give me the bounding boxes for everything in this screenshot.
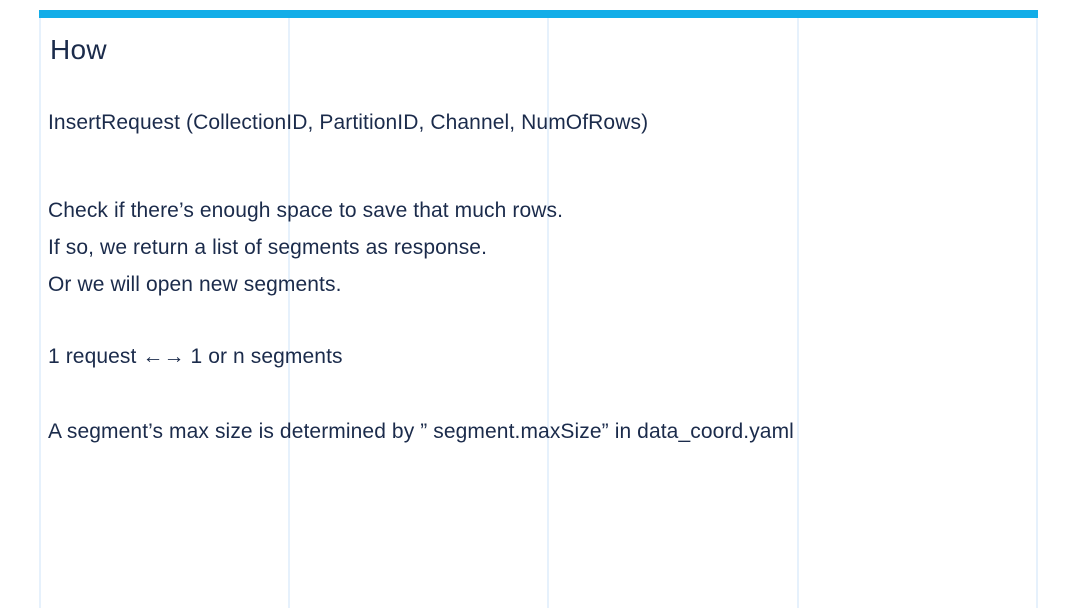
top-accent-bar <box>39 10 1038 18</box>
paragraph-line-2: If so, we return a list of segments as r… <box>48 236 488 259</box>
insert-request-signature-line: InsertRequest (CollectionID, PartitionID… <box>48 111 649 134</box>
request-segment-mapping-line: 1 request ←→ 1 or n segments <box>48 345 343 368</box>
slide-title: How <box>50 34 107 65</box>
column-divider <box>39 18 41 608</box>
column-divider <box>1036 18 1038 608</box>
column-divider <box>288 18 290 608</box>
segment-max-size-note: A segment’s max size is determined by ” … <box>48 420 794 443</box>
column-divider <box>547 18 549 608</box>
column-divider <box>797 18 799 608</box>
paragraph-line-3: Or we will open new segments. <box>48 273 342 296</box>
paragraph-line-1: Check if there’s enough space to save th… <box>48 199 564 222</box>
description-paragraph: Check if there’s enough space to save th… <box>48 192 563 303</box>
column-grid <box>39 18 1038 608</box>
